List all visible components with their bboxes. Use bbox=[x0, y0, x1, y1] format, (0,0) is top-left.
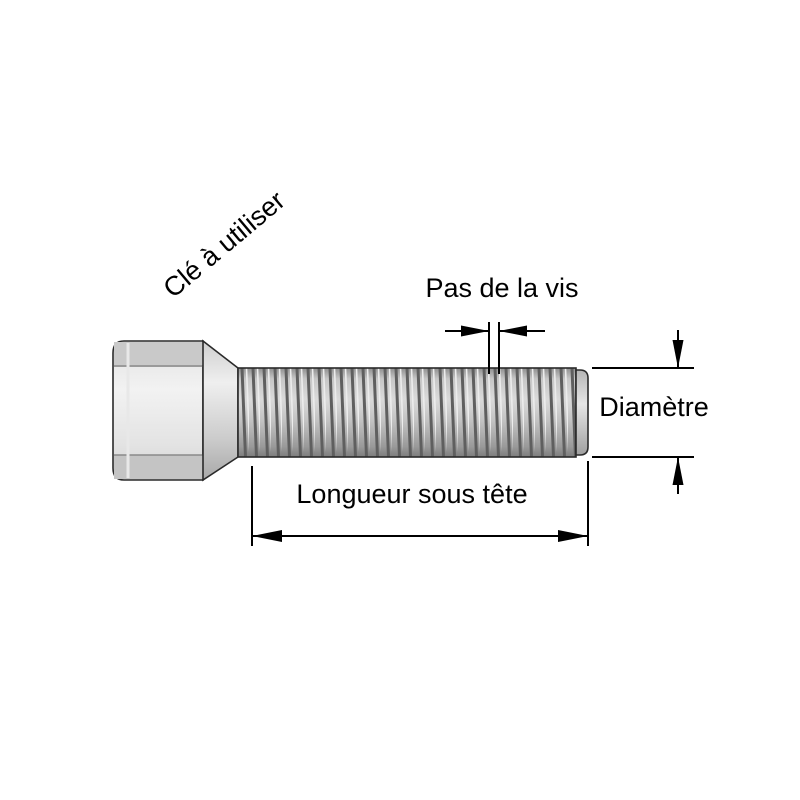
length-dimension bbox=[251, 461, 589, 546]
pitch-arrow-right-icon bbox=[499, 325, 527, 337]
label-length-under-head: Longueur sous tête bbox=[296, 479, 527, 509]
label-wrench-to-use: Clé à utiliser bbox=[158, 185, 291, 303]
label-diameter: Diamètre bbox=[599, 392, 709, 422]
diameter-dimension bbox=[592, 330, 694, 494]
bolt-tip bbox=[575, 369, 589, 456]
length-arrow-left-icon bbox=[252, 530, 282, 542]
bolt-threaded-shaft bbox=[237, 367, 577, 458]
bolt-hex-head bbox=[112, 340, 204, 481]
pitch-arrow-left-icon bbox=[461, 325, 489, 337]
length-arrow-right-icon bbox=[558, 530, 588, 542]
diameter-arrow-down-icon bbox=[672, 340, 684, 368]
diameter-arrow-up-icon bbox=[672, 457, 684, 485]
pitch-dimension bbox=[445, 322, 545, 374]
label-thread-pitch: Pas de la vis bbox=[425, 273, 578, 303]
bolt-illustration bbox=[112, 339, 589, 482]
bolt-conical-seat bbox=[202, 339, 239, 482]
